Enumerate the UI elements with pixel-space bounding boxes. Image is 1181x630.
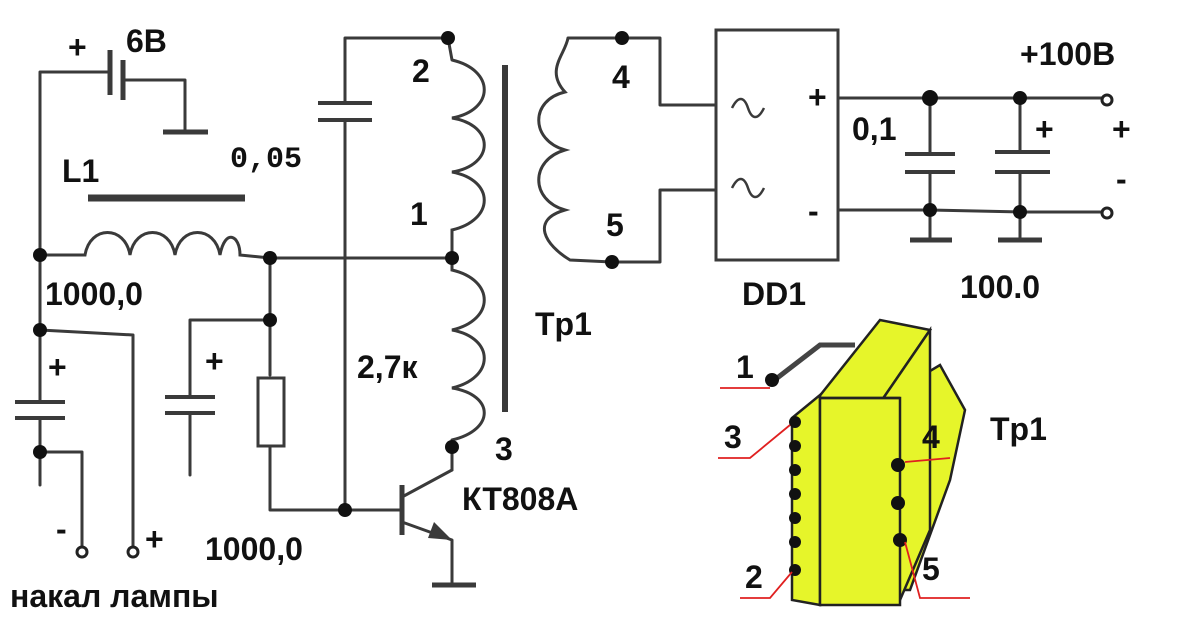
- ac-symbol-top: [730, 97, 766, 119]
- pin5-label: 5: [606, 207, 624, 243]
- bridge-plus-label: +: [808, 79, 827, 115]
- pin4-label: 4: [612, 59, 630, 95]
- cap-01-label: 0,1: [852, 111, 896, 147]
- core-pin4-label: 4: [922, 419, 940, 455]
- core-pin2-label: 2: [745, 559, 763, 595]
- output-minus-terminal: [1100, 206, 1114, 220]
- cap-100-plus-label: +: [1035, 111, 1054, 147]
- resistor-label: 2,7к: [357, 349, 418, 385]
- transistor-kt808a: КТ808А: [399, 468, 578, 588]
- cap-top-label: 1000,0: [45, 276, 143, 312]
- bridge-dd1: + - DD1: [714, 28, 840, 312]
- filament-minus-label: -: [56, 511, 67, 547]
- battery-circuit: + 6В: [38, 23, 208, 402]
- transistor-label: КТ808А: [462, 481, 578, 517]
- choke-winding: [40, 231, 271, 260]
- filament-plus-label: +: [145, 521, 164, 557]
- battery-plus-label: +: [68, 29, 87, 65]
- capacitor-005: 0,05: [230, 36, 450, 512]
- output-plus-label: +: [1112, 111, 1131, 147]
- cap-mid-plus-label: +: [205, 343, 224, 379]
- battery-voltage-label: 6В: [126, 23, 167, 59]
- pin1-label: 1: [410, 196, 428, 232]
- ac-symbol-bottom: [730, 177, 766, 199]
- choke-l1: L1: [40, 153, 271, 260]
- transformer-secondary: 4 5: [537, 36, 718, 264]
- filament-label: накал лампы: [10, 578, 219, 614]
- transformer-core-drawing: 1 3 2 4 5 Tp1: [718, 318, 1047, 607]
- primary-upper-winding: [450, 58, 486, 258]
- filament-plus-terminal: [126, 545, 140, 559]
- filament-minus-terminal: [75, 545, 89, 559]
- secondary-winding: [537, 37, 613, 264]
- cap-top-plus-label: +: [48, 349, 67, 385]
- bridge-minus-label: -: [808, 193, 819, 229]
- pin3-label: 3: [495, 431, 513, 467]
- core-pin5-label: 5: [922, 551, 940, 587]
- cap-100-label: 100.0: [960, 269, 1040, 305]
- resistor-branch: + 1000,0: [165, 256, 402, 567]
- bridge-box: [714, 28, 840, 262]
- cap-bottom-label: 1000,0: [205, 531, 303, 567]
- resistor-body: [256, 376, 286, 448]
- core-pin1-label: 1: [736, 349, 754, 385]
- bridge-label: DD1: [742, 276, 806, 312]
- junction-dots: [33, 31, 1027, 517]
- core-pin3-label: 3: [724, 419, 742, 455]
- cap-005-label: 0,05: [230, 143, 302, 177]
- output-voltage-label: +100В: [1020, 36, 1115, 72]
- transformer-label: Tp1: [535, 306, 592, 342]
- output-filter: 0,1 100.0 + +100В + -: [836, 36, 1131, 305]
- choke-label: L1: [62, 153, 99, 189]
- output-minus-label: -: [1116, 161, 1127, 197]
- transformer-primary: 2 1 3 2,7к Tp1: [357, 36, 592, 472]
- output-plus-terminal: [1100, 93, 1114, 107]
- pin2-label: 2: [412, 53, 430, 89]
- core-front-face: [818, 396, 902, 607]
- core-transformer-label: Tp1: [990, 411, 1047, 447]
- primary-lower-winding: [450, 258, 486, 442]
